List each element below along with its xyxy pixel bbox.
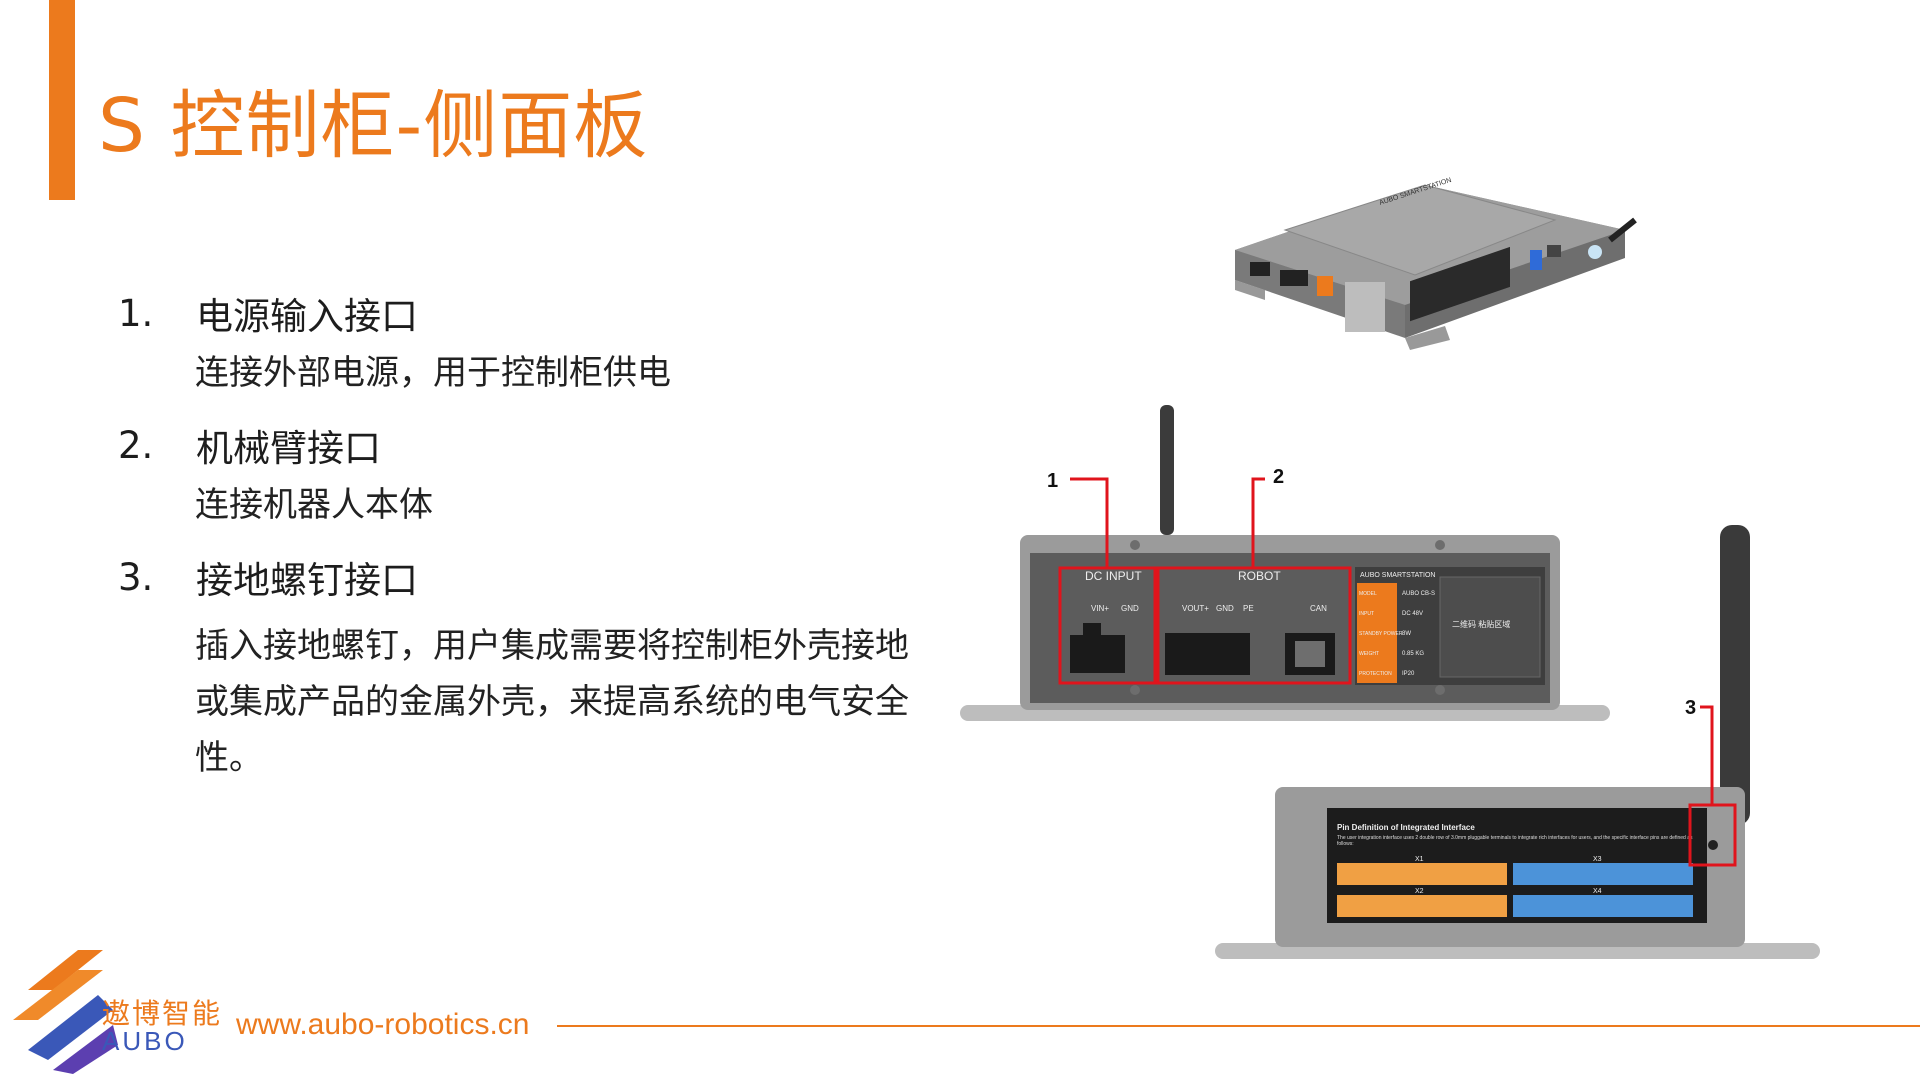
nameplate-key: STANDBY POWER	[1359, 631, 1403, 637]
footer-website-url: www.aubo-robotics.cn	[236, 1008, 530, 1041]
logo-chinese-name: 遨博智能	[102, 997, 223, 1030]
nameplate-key: INPUT	[1359, 611, 1374, 617]
dc-pin-gnd: GND	[1121, 604, 1139, 613]
nameplate-key: PROTECTION	[1359, 671, 1392, 677]
controller-isometric-photo: AUBO SMARTSTATION	[1235, 177, 1637, 350]
aubo-logo-icon	[13, 950, 118, 1074]
controller-front-panel-photo: DC INPUT VIN+ GND ROBOT VOUT+ GND PE CAN…	[960, 405, 1610, 721]
callout-number-2: 2	[1273, 466, 1284, 488]
nameplate-title: AUBO SMARTSTATION	[1360, 572, 1435, 579]
item-number: 2.	[118, 423, 154, 467]
item-label: 机械臂接口	[196, 427, 381, 470]
callout-number-3: 3	[1685, 697, 1696, 719]
list-item: 1. 电源输入接口 连接外部电源，用于控制柜供电	[118, 282, 948, 402]
nameplate-value: 8W	[1402, 631, 1411, 637]
nameplate-value: IP20	[1402, 671, 1415, 677]
robot-label: ROBOT	[1238, 569, 1281, 583]
nameplate-value: AUBO CB-S	[1402, 591, 1435, 597]
nameplate-table: MODEL AUBO CB-S INPUT DC 48V STANDBY POW…	[1357, 583, 1435, 683]
item-description: 插入接地螺钉，用户集成需要将控制柜外壳接地或集成产品的金属外壳，来提高系统的电气…	[195, 626, 909, 778]
pin-definition-desc: The user integration interface uses 2 do…	[1337, 835, 1693, 847]
block-label-x2: X2	[1415, 888, 1424, 895]
nameplate-key: WEIGHT	[1359, 651, 1379, 657]
nameplate-value: DC 48V	[1402, 611, 1423, 617]
item-label: 接地螺钉接口	[196, 559, 418, 602]
item-number: 1.	[118, 291, 154, 335]
footer-divider	[557, 1025, 1920, 1027]
list-item: 2. 机械臂接口 连接机器人本体	[118, 414, 948, 534]
page-title: S 控制柜-侧面板	[98, 83, 649, 169]
callout-number-1: 1	[1047, 470, 1058, 492]
list-item: 3. 接地螺钉接口 插入接地螺钉，用户集成需要将控制柜外壳接地或集成产品的金属外…	[118, 546, 948, 786]
nameplate-key: MODEL	[1359, 591, 1377, 597]
robot-pin-pe: PE	[1243, 604, 1254, 613]
dc-input-label: DC INPUT	[1085, 569, 1142, 583]
controller-side-panel-photo: Pin Definition of Integrated Interface T…	[1215, 525, 1820, 959]
item-label: 电源输入接口	[196, 295, 418, 338]
dc-pin-vin: VIN+	[1091, 604, 1109, 613]
feature-list: 1. 电源输入接口 连接外部电源，用于控制柜供电 2. 机械臂接口 连接机器人本…	[118, 282, 948, 786]
item-number: 3.	[118, 555, 154, 599]
item-description: 连接外部电源，用于控制柜供电	[195, 353, 671, 393]
nameplate-value: 0.85 KG	[1402, 651, 1424, 657]
logo-english-name: AUBO	[102, 1026, 188, 1056]
robot-pin-gnd: GND	[1216, 604, 1234, 613]
block-label-x1: X1	[1415, 856, 1424, 863]
can-label: CAN	[1310, 604, 1327, 613]
title-accent-bar	[49, 0, 75, 200]
qr-area-text: 二维码 粘贴区域	[1452, 619, 1510, 629]
item-description: 连接机器人本体	[195, 485, 433, 525]
block-label-x4: X4	[1593, 888, 1602, 895]
block-label-x3: X3	[1593, 856, 1602, 863]
robot-pin-vout: VOUT+	[1182, 604, 1209, 613]
pin-definition-title: Pin Definition of Integrated Interface	[1337, 823, 1475, 832]
